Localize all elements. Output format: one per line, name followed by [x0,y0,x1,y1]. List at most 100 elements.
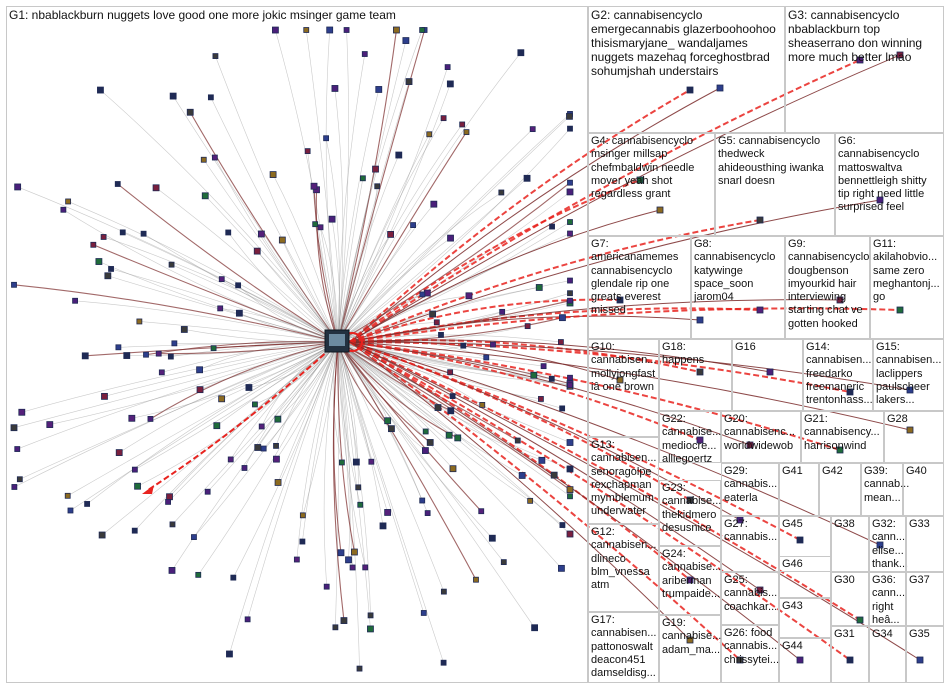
user-node [274,479,282,486]
edge-line [189,111,339,343]
user-node [114,181,121,187]
user-node [527,497,534,504]
user-node [856,616,864,624]
edge-line [214,157,339,343]
edge-line [150,341,339,420]
group-label: G37 [909,574,930,586]
user-node [616,296,624,304]
edge-line [332,341,343,463]
user-node [273,455,280,463]
user-node [81,352,89,360]
group-box-g30: G30 [831,572,869,626]
user-node [566,465,574,473]
group-box-g6: G6: cannabisencyclo mattoswaltva bennett… [835,133,944,236]
edge-line [14,341,339,488]
user-node [167,353,174,360]
user-node [490,341,496,348]
edge-line [337,341,359,488]
group-edge [349,299,841,343]
edge-line [337,233,571,343]
user-node [836,296,844,304]
edge-line [17,341,339,450]
user-node [558,564,565,572]
user-node [101,392,108,400]
edge-line [337,341,458,439]
group-label: G2: cannabisencyclo emergecannabis glaze… [591,8,776,78]
group-box-g37: G37 [906,572,944,626]
edge-line [134,341,339,470]
group-label: G24: cannabise... ariberman trumpaide... [662,548,722,600]
user-node [567,374,573,381]
user-node [143,351,149,358]
group-label: G41 [782,465,803,477]
edge-line [86,341,339,505]
group-box-g44: G44 [779,638,831,683]
edge-line [337,341,562,569]
group-label: G9: cannabisencyclo dougbenson imyourkid… [788,238,870,330]
user-node [352,458,360,466]
user-node [361,51,368,57]
group-label: G38 [834,518,855,530]
user-node [766,368,774,376]
group-label: G22: cannabise... mediocre... alliegoert… [662,413,722,465]
group-label: G40 [906,465,927,477]
edge-line [337,341,371,616]
user-node [84,501,91,507]
edge-line [337,169,376,343]
edge-line [172,341,339,525]
user-node [538,396,544,402]
user-node [498,189,505,196]
user-node [349,564,356,571]
group-box-g27: G27: cannabis... [721,516,779,572]
group-edge [349,341,841,451]
group-edge [349,341,741,661]
group-edge [349,341,761,591]
user-node [567,297,573,304]
group-edge [349,341,751,446]
user-node [273,442,279,449]
edge-line [315,189,339,343]
user-node [218,276,225,283]
group-label: G33 [909,518,930,530]
edge-line [334,88,344,343]
hub-image [329,334,345,346]
edge-line [230,341,339,460]
edge-line [171,264,339,343]
group-label: G43 [782,600,803,612]
user-node [230,574,237,581]
group-box-g25: G25: cannabis... coachkar... [721,572,779,625]
edge-line [337,53,366,343]
user-node [67,507,74,514]
group-box-g7: G7: americanamemes cannabisencyclo glend… [588,236,691,339]
edge-line [158,341,339,355]
user-node [424,510,431,516]
group-label: G23: cannabise... thekidmero desusnice [662,482,722,534]
user-node [836,446,844,454]
edge-line [184,329,339,343]
user-node [447,407,455,415]
group-label: G7: americanamemes cannabisencyclo glend… [591,238,679,317]
user-node [260,445,267,452]
user-node [445,431,453,439]
group-label: G19: cannabise... adam_ma... [662,617,722,656]
user-node [191,534,197,540]
user-node [440,659,447,666]
user-node [384,417,392,425]
user-node [115,344,122,351]
user-node [359,175,366,182]
edge-line [337,341,388,513]
user-node [686,496,694,504]
edge-line [337,29,423,343]
user-node [636,176,644,184]
user-node [299,538,306,545]
group-label: G13: cannabisen... senoragolpe rexchapma… [591,439,657,518]
user-node [531,624,539,632]
group-box-g41: G41 [779,463,819,516]
edge-line [337,341,360,669]
user-node [686,636,694,644]
user-node [304,148,311,155]
user-node [328,215,336,223]
group-box-g10: G10: cannabisen... mollyjongfast iâ one … [588,339,659,437]
edge-line [19,341,339,480]
group-box-g16: G16 [732,339,803,411]
